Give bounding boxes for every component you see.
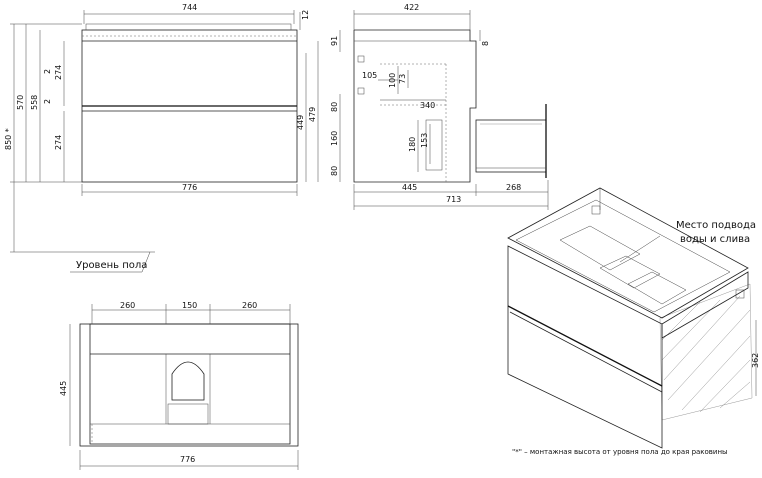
- dim-2-mid: 2: [43, 99, 52, 104]
- dim-180: 180: [408, 137, 417, 152]
- dim-776-top: 776: [180, 455, 195, 464]
- callout-line-2: воды и слива: [680, 234, 750, 245]
- dim-12: 12: [301, 10, 310, 20]
- dim-274-upper: 274: [54, 65, 63, 80]
- dim-80-top: 80: [330, 102, 339, 112]
- dim-105: 105: [362, 71, 377, 80]
- isometric-view: Место подвода воды и слива 362 "*" – мон…: [507, 187, 760, 456]
- dim-744: 744: [182, 3, 197, 12]
- footnote: "*" – монтажная высота от уровня пола до…: [512, 448, 728, 456]
- dim-8: 8: [481, 41, 490, 46]
- dim-479: 479: [308, 107, 317, 122]
- dim-422: 422: [404, 3, 419, 12]
- dim-100: 100: [388, 73, 397, 88]
- dim-340: 340: [420, 101, 435, 110]
- dim-160: 160: [330, 131, 339, 146]
- dim-73: 73: [398, 74, 407, 84]
- dim-153: 153: [420, 133, 429, 148]
- front-view: 744 12 776 850 * 570 558 274 274 2 2 479…: [4, 3, 319, 273]
- dim-150: 150: [182, 301, 197, 310]
- dim-260-left: 260: [120, 301, 135, 310]
- top-view: 260 150 260 445 776: [59, 301, 299, 470]
- wall-hatching: [661, 295, 751, 413]
- dim-445-side: 445: [402, 183, 417, 192]
- side-view: 422 91 8 105 100 73 340 80 160 80 180 15…: [330, 3, 549, 210]
- callout-line-1: Место подвода: [676, 220, 756, 231]
- dim-449: 449: [296, 115, 305, 130]
- dim-268: 268: [506, 183, 521, 192]
- dim-274-lower: 274: [54, 135, 63, 150]
- dim-362: 362: [751, 353, 760, 368]
- dim-445-top: 445: [59, 381, 68, 396]
- dim-850: 850 *: [4, 128, 13, 150]
- dim-91: 91: [330, 36, 339, 46]
- dim-570: 570: [16, 95, 25, 110]
- dim-713: 713: [446, 195, 461, 204]
- dim-260-right: 260: [242, 301, 257, 310]
- dim-776-front: 776: [182, 183, 197, 192]
- dim-558: 558: [30, 95, 39, 110]
- dim-2-top: 2: [43, 69, 52, 74]
- floor-level-label: Уровень пола: [76, 260, 147, 271]
- dim-80-bottom: 80: [330, 166, 339, 176]
